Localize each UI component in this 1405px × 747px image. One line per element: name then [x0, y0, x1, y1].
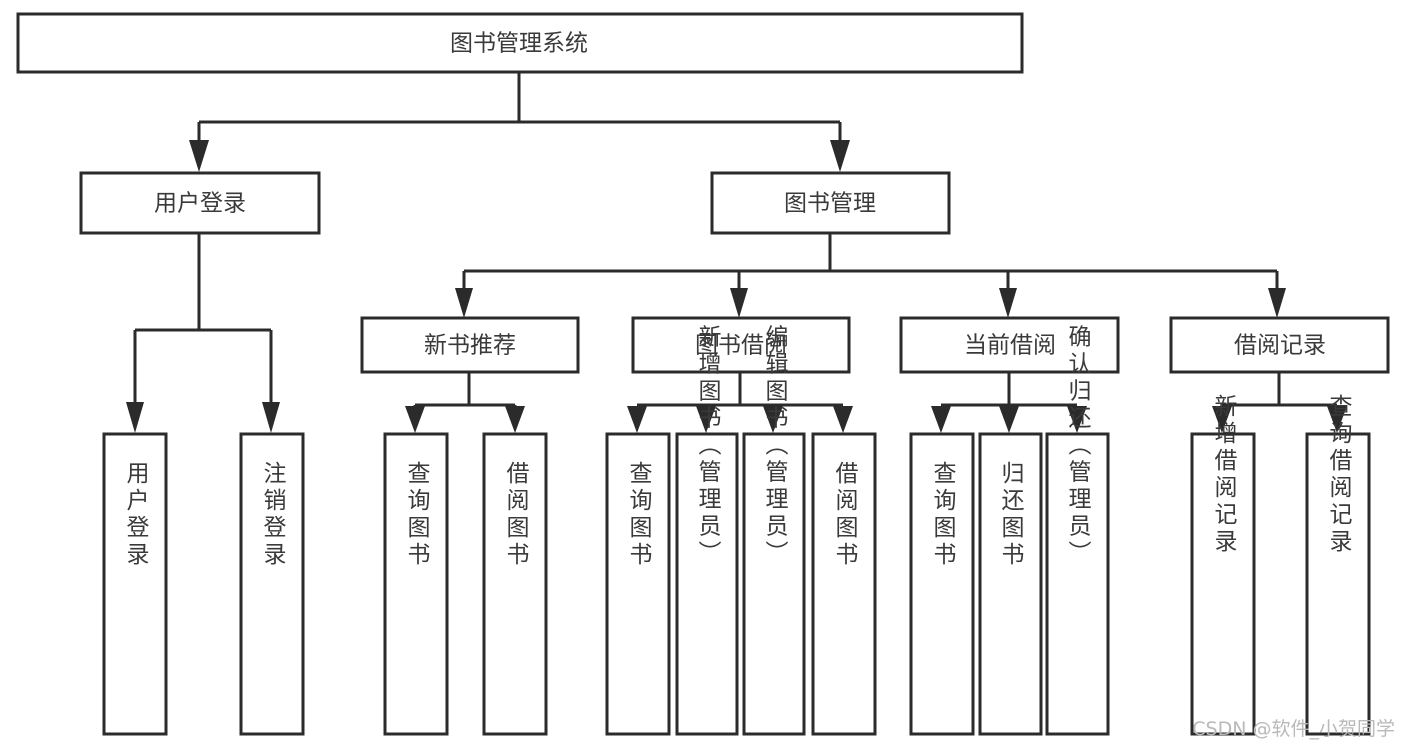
- arrow-head-book-borrow: [730, 288, 748, 318]
- arrow-head-book-manage: [830, 140, 850, 172]
- leaf-book-borrow-0[interactable]: 查询图书: [605, 432, 671, 736]
- arrow-head-current-borrow-leaf-1: [931, 406, 951, 433]
- node-user-login-box[interactable]: [79, 171, 321, 235]
- leaf-current-borrow-0-label: 查询图书: [929, 461, 957, 569]
- arrow-head-book-borrow-leaf-2: [696, 406, 716, 433]
- leaf-user-login-0[interactable]: 用户登录: [102, 432, 168, 736]
- arrow-head-user-login-child-2: [262, 402, 280, 433]
- arrow-head-current-borrow: [999, 288, 1017, 318]
- leaf-borrow-record-1-label: 查询借阅记录: [1325, 394, 1353, 556]
- arrow-head-borrow-record-leaf-2: [1327, 406, 1347, 433]
- arrow-head-new-book: [455, 288, 473, 318]
- node-borrow-record[interactable]: 借阅记录: [1169, 316, 1390, 374]
- leaf-book-borrow-1-label: 新增图书（管理员）: [694, 325, 722, 568]
- node-book-borrow-box[interactable]: [631, 316, 851, 374]
- leaf-current-borrow-1[interactable]: 归还图书: [978, 432, 1043, 736]
- node-book-manage[interactable]: 图书管理: [710, 171, 951, 235]
- leaf-user-login-1[interactable]: 注销登录: [239, 432, 305, 736]
- node-book-manage-label: 图书管理: [784, 191, 876, 217]
- arrow-head-book-borrow-leaf-3: [763, 406, 783, 433]
- arrow-head-new-book-leaf-1: [405, 406, 425, 433]
- leaf-book-borrow-3-label: 借阅图书: [831, 461, 859, 569]
- leaf-current-borrow-2-label: 确认归还（管理员）: [1064, 325, 1092, 568]
- leaf-current-borrow-2-box[interactable]: [1045, 432, 1110, 736]
- node-new-book-recommend[interactable]: 新书推荐: [360, 316, 580, 374]
- leaf-user-login-0-box[interactable]: [102, 432, 168, 736]
- leaf-current-borrow-1-label: 归还图书: [997, 461, 1025, 569]
- arrow-head-borrow-record-leaf-1: [1212, 406, 1232, 433]
- node-current-borrow[interactable]: 当前借阅: [899, 316, 1120, 374]
- leaf-book-borrow-2[interactable]: 编辑图书（管理员）: [742, 325, 806, 736]
- leaf-current-borrow-2[interactable]: 确认归还（管理员）: [1045, 325, 1110, 736]
- leaf-new-book-0-box[interactable]: [383, 432, 449, 736]
- leaf-new-book-0-label: 查询图书: [403, 461, 431, 569]
- node-book-manage-box[interactable]: [710, 171, 951, 235]
- node-root[interactable]: 图书管理系统: [16, 12, 1024, 74]
- leaf-user-login-1-box[interactable]: [239, 432, 305, 736]
- leaf-book-borrow-1[interactable]: 新增图书（管理员）: [675, 325, 739, 736]
- leaf-borrow-record-0[interactable]: 新增借阅记录: [1190, 394, 1256, 736]
- arrow-head-new-book-leaf-2: [505, 406, 525, 433]
- node-root-label: 图书管理系统: [450, 31, 588, 57]
- arrow-head-user-login: [189, 140, 209, 172]
- leaf-user-login-1-label: 注销登录: [259, 461, 287, 569]
- leaf-borrow-record-0-box[interactable]: [1190, 432, 1256, 736]
- node-borrow-record-label: 借阅记录: [1234, 333, 1326, 359]
- leaf-book-borrow-2-box[interactable]: [742, 432, 806, 736]
- node-new-book-recommend-box[interactable]: [360, 316, 580, 374]
- node-new-book-recommend-label: 新书推荐: [424, 333, 516, 359]
- leaf-book-borrow-3[interactable]: 借阅图书: [811, 432, 877, 736]
- node-user-login-label: 用户登录: [154, 191, 246, 217]
- arrow-head-borrow-record: [1268, 288, 1286, 318]
- leaf-new-book-1-label: 借阅图书: [502, 461, 530, 569]
- leaf-current-borrow-0-box[interactable]: [909, 432, 975, 736]
- node-borrow-record-box[interactable]: [1169, 316, 1390, 374]
- leaf-new-book-1-box[interactable]: [482, 432, 548, 736]
- leaf-book-borrow-0-label: 查询图书: [625, 461, 653, 569]
- leaf-book-borrow-0-box[interactable]: [605, 432, 671, 736]
- arrow-head-book-borrow-leaf-1: [627, 406, 647, 433]
- connector-layer: [126, 72, 1347, 433]
- node-root-box[interactable]: [16, 12, 1024, 74]
- leaf-book-borrow-1-box[interactable]: [675, 432, 739, 736]
- leaf-borrow-record-0-label: 新增借阅记录: [1210, 394, 1238, 556]
- leaf-current-borrow-1-box[interactable]: [978, 432, 1043, 736]
- arrow-head-user-login-child-1: [126, 402, 144, 433]
- node-book-borrow-label: 图书借阅: [695, 333, 787, 359]
- node-current-borrow-label: 当前借阅: [964, 333, 1056, 359]
- node-user-login[interactable]: 用户登录: [79, 171, 321, 235]
- leaf-borrow-record-1[interactable]: 查询借阅记录: [1305, 394, 1371, 736]
- leaf-book-borrow-3-box[interactable]: [811, 432, 877, 736]
- arrow-head-book-borrow-leaf-4: [833, 406, 853, 433]
- leaf-user-login-0-label: 用户登录: [122, 461, 150, 569]
- leaf-new-book-1[interactable]: 借阅图书: [482, 432, 548, 736]
- leaf-current-borrow-0[interactable]: 查询图书: [909, 432, 975, 736]
- arrow-head-current-borrow-leaf-3: [1067, 406, 1087, 433]
- leaf-borrow-record-1-box[interactable]: [1305, 432, 1371, 736]
- node-current-borrow-box[interactable]: [899, 316, 1120, 374]
- leaf-new-book-0[interactable]: 查询图书: [383, 432, 449, 736]
- leaf-book-borrow-2-label: 编辑图书（管理员）: [761, 325, 789, 568]
- arrow-head-current-borrow-leaf-2: [999, 406, 1019, 433]
- node-book-borrow[interactable]: 图书借阅: [631, 316, 851, 374]
